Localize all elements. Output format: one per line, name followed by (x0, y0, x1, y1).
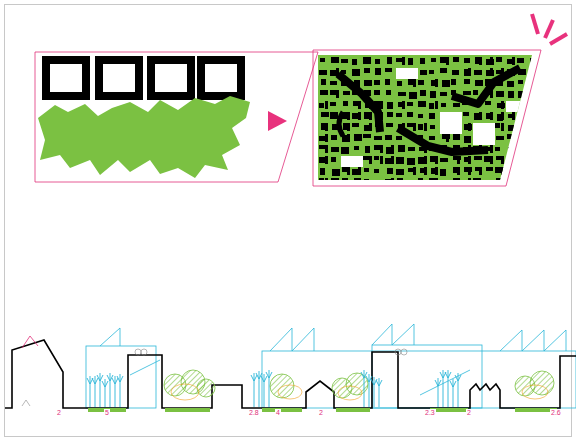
dimension-label: 2 (318, 409, 324, 416)
after-plan (313, 50, 541, 186)
dimension-label: 2.6 (550, 401, 562, 419)
dimension-label: 2.8 (248, 409, 260, 416)
highlight-burst (532, 14, 567, 44)
dimension-label: 2.8 (248, 401, 260, 419)
dimension-label: 2.6 (550, 409, 562, 416)
dimension-label: 2 (56, 401, 62, 419)
dimension-label: 2.3 (424, 401, 436, 419)
frame (5, 5, 572, 437)
dimension-label: 5 (104, 409, 110, 416)
dimension-label: 4 (275, 401, 281, 419)
arrow-triangle (268, 111, 287, 131)
dimension-label: 2 (466, 409, 472, 416)
dimension-label: 2 (466, 401, 472, 419)
dimension-label: 2 (56, 409, 62, 416)
section (5, 324, 576, 412)
dimension-label: 2 (318, 401, 324, 419)
before-plan (35, 52, 318, 182)
dimension-label: 4 (275, 409, 281, 416)
dimension-label: 5 (104, 401, 110, 419)
dimension-label: 2.3 (424, 409, 436, 416)
